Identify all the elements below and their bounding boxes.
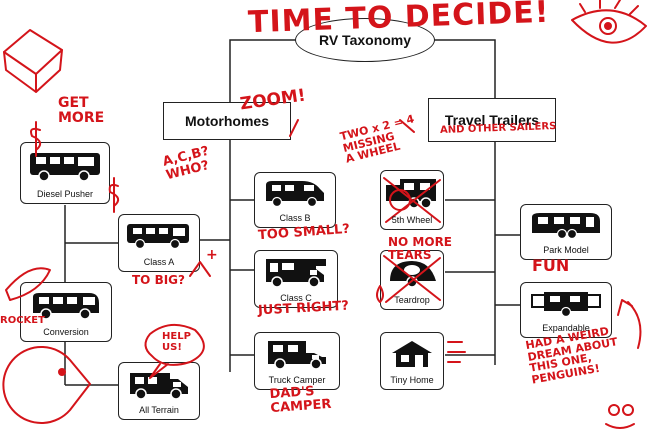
node-all-terrain-label: All Terrain: [139, 405, 179, 415]
teardrop-trailer-icon: [390, 261, 436, 288]
node-conversion-label: Conversion: [43, 327, 89, 337]
node-truck-camper-label: Truck Camper: [268, 375, 326, 385]
node-diesel-pusher-label: Diesel Pusher: [36, 189, 94, 199]
root-node: RV Taxonomy: [295, 18, 435, 62]
node-expandable: Expandable: [520, 282, 612, 338]
annotation-rocket: ROCKET: [0, 315, 45, 326]
expandable-trailer-icon: [531, 292, 601, 318]
all-terrain-icon: [130, 373, 188, 400]
class-b-van-icon: [266, 181, 324, 208]
annotation-too-big: TO BIG?: [132, 273, 185, 287]
annotation-help-us: HELP US!: [162, 331, 191, 353]
node-all-terrain: All Terrain: [118, 362, 200, 420]
node-class-a: Class A: [118, 214, 200, 272]
node-5th-wheel-label: 5th Wheel: [391, 215, 433, 225]
node-diesel-pusher: Diesel Pusher: [20, 142, 110, 204]
node-conversion: Conversion: [20, 282, 112, 342]
node-park-model: Park Model: [520, 204, 612, 260]
node-truck-camper: Truck Camper: [254, 332, 340, 390]
annotation-class-a-plus: +: [206, 247, 218, 263]
node-class-b-label: Class B: [279, 213, 311, 223]
node-class-a-label: Class A: [143, 257, 175, 267]
node-class-b: Class B: [254, 172, 336, 228]
truck-camper-icon: [268, 341, 326, 370]
node-expandable-label: Expandable: [542, 323, 590, 333]
node-class-c: Class C: [254, 250, 338, 308]
class-c-icon: [266, 259, 326, 288]
annotation-get-more: GET MORE: [58, 95, 105, 126]
branch-travel-trailers: Travel Trailers: [428, 98, 556, 142]
class-a-icon: [127, 224, 189, 250]
node-tiny-home-label: Tiny Home: [390, 375, 434, 385]
park-model-icon: [532, 213, 600, 240]
annotation-no-more-tears: NO MORE TEARS: [388, 235, 453, 262]
node-class-c-label: Class C: [280, 293, 312, 303]
fifth-wheel-icon: [386, 179, 436, 209]
node-tiny-home: Tiny Home: [380, 332, 444, 390]
tiny-home-icon: [392, 341, 432, 367]
branch-travel-trailers-label: Travel Trailers: [444, 112, 540, 128]
annotation-dads-camper: DAD'S CAMPER: [269, 384, 332, 416]
bus-icon: [30, 153, 100, 182]
node-5th-wheel: 5th Wheel: [380, 170, 444, 230]
node-teardrop-label: Teardrop: [394, 295, 430, 305]
branch-motorhomes-label: Motorhomes: [185, 113, 269, 129]
branch-motorhomes: Motorhomes: [163, 102, 291, 140]
root-label: RV Taxonomy: [318, 32, 412, 48]
annotation-fun: FUN: [532, 256, 570, 275]
node-park-model-label: Park Model: [543, 245, 589, 255]
